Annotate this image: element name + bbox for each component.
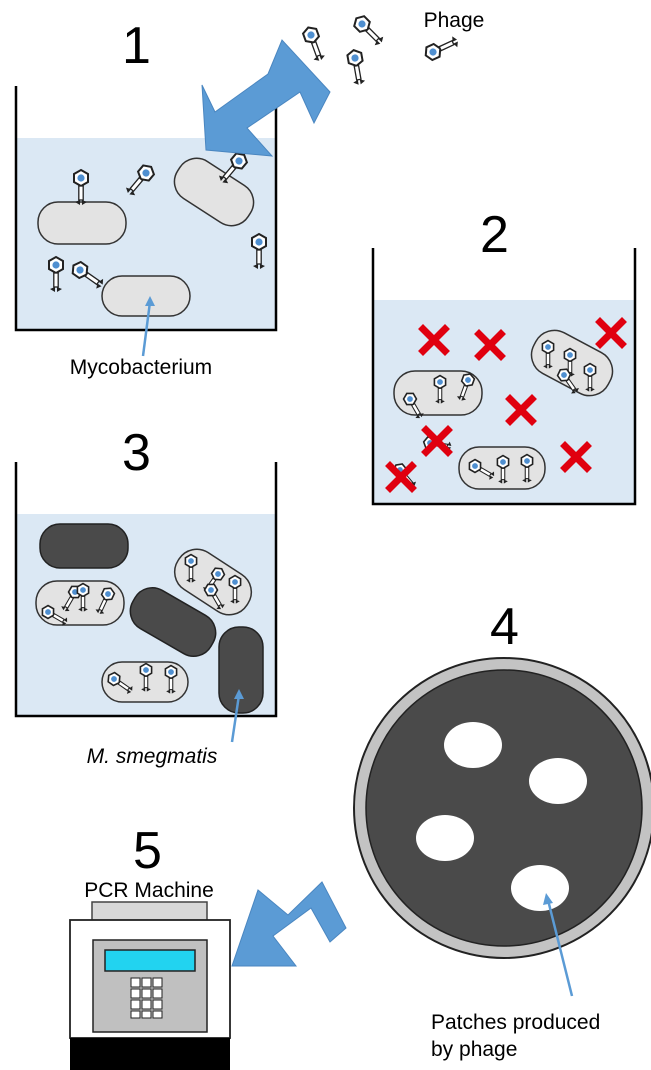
agar-plate: [354, 658, 651, 958]
step-4-number: 4: [490, 598, 519, 656]
m-smegmatis-label: M. smegmatis: [87, 745, 218, 768]
patches-label-line2: by phage: [431, 1038, 517, 1061]
step-3-number: 3: [122, 424, 151, 482]
step-5-number: 5: [133, 822, 162, 880]
pcr-machine: [70, 902, 230, 1070]
pcr-machine-label: PCR Machine: [84, 879, 214, 902]
phage-label: Phage: [424, 9, 485, 32]
arrow-icon: [232, 882, 346, 966]
patches-label-line1: Patches produced: [431, 1011, 600, 1034]
step-2-number: 2: [480, 206, 509, 264]
mycobacterium-label: Mycobacterium: [70, 356, 212, 379]
pcr-screen: [105, 950, 195, 971]
keypad-icon: [131, 978, 162, 1018]
step-1-number: 1: [122, 17, 151, 75]
